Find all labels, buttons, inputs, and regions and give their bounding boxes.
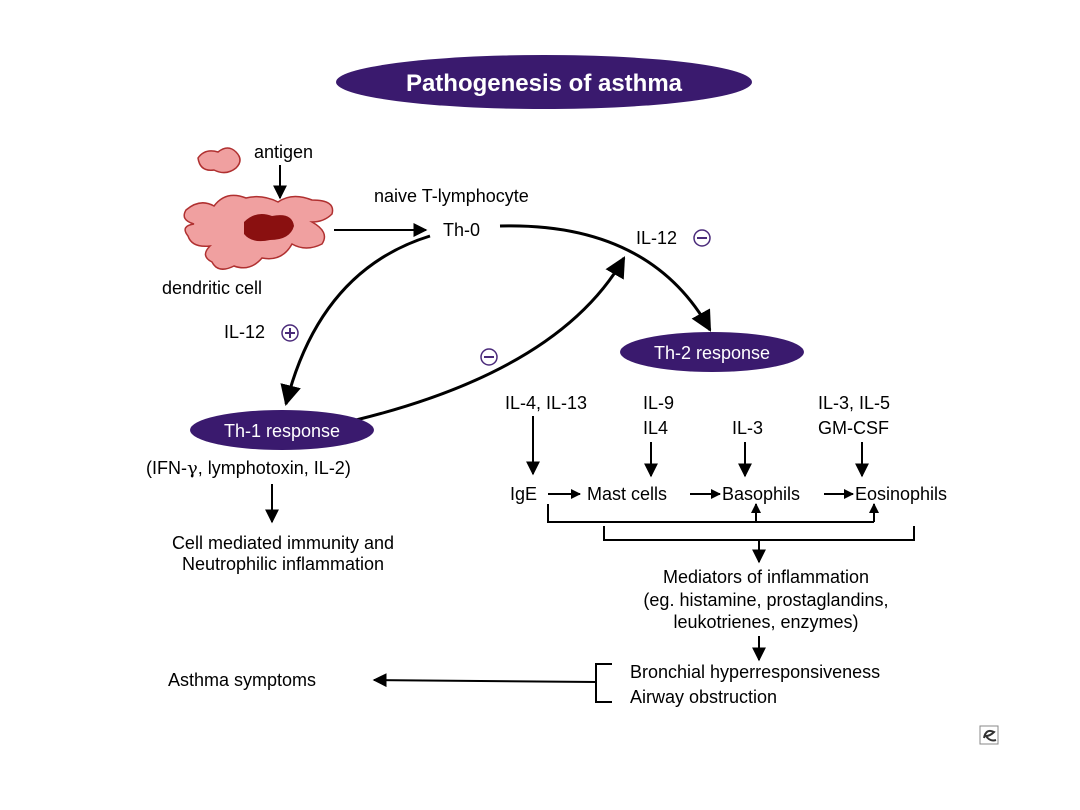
plus-circle-icon — [281, 324, 299, 342]
eosinophils-label: Eosinophils — [855, 484, 947, 504]
minus-circle-icon — [480, 348, 498, 366]
title-ellipse — [336, 55, 752, 109]
th2-label: Th-2 response — [654, 343, 770, 363]
minus-circle-icon — [693, 229, 711, 247]
dendritic-cell-nucleus — [244, 214, 294, 242]
mediators-line1: Mediators of inflammation — [663, 567, 869, 587]
il4-il13-label: IL-4, IL-13 — [505, 393, 587, 413]
th0-to-th2-arrow — [499, 224, 712, 332]
th2-ellipse — [620, 332, 804, 372]
th0-label: Th-0 — [443, 220, 480, 240]
corner-logo-icon — [979, 725, 999, 745]
ige-label: IgE — [510, 484, 537, 504]
antigen-shape — [197, 147, 241, 174]
ige-feedback-line — [547, 504, 874, 523]
page-title: Pathogenesis of asthma — [406, 70, 683, 97]
il4-label: IL4 — [643, 418, 668, 438]
asthma-symptoms-label: Asthma symptoms — [168, 670, 316, 690]
mediators-line3: leukotrienes, enzymes) — [673, 612, 858, 632]
dendritic-cell-label: dendritic cell — [162, 278, 262, 298]
bronchial-label: Bronchial hyperresponsiveness — [630, 662, 880, 682]
il3-il5-label: IL-3, IL-5 — [818, 393, 890, 413]
th1-ellipse — [190, 410, 374, 450]
th1-label: Th-1 response — [224, 421, 340, 441]
th0-to-th1-arrow — [280, 234, 431, 407]
th1-inhibition-arrow — [355, 256, 626, 422]
naive-t-lymphocyte-label: naive T-lymphocyte — [374, 186, 529, 206]
cell-mediated-line1: Cell mediated immunity and — [172, 533, 394, 553]
il3-label: IL-3 — [732, 418, 763, 438]
th1-cytokines: (IFN-γ, lymphotoxin, IL-2) — [146, 458, 351, 479]
il9-label: IL-9 — [643, 393, 674, 413]
gmcsf-label: GM-CSF — [818, 418, 889, 438]
basophils-label: Basophils — [722, 484, 800, 504]
il12-minus-label: IL-12 — [636, 228, 677, 248]
il12-plus-label: IL-12 — [224, 322, 265, 342]
airway-label: Airway obstruction — [630, 687, 777, 707]
to-symptoms-arrow — [372, 673, 597, 688]
cell-mediated-line2: Neutrophilic inflammation — [182, 554, 384, 574]
mast-cells-label: Mast cells — [587, 484, 667, 504]
antigen-label: antigen — [254, 142, 313, 162]
effects-bracket — [595, 663, 612, 703]
mediator-bracket — [603, 526, 915, 541]
mediators-line2: (eg. histamine, prostaglandins, — [643, 590, 888, 610]
